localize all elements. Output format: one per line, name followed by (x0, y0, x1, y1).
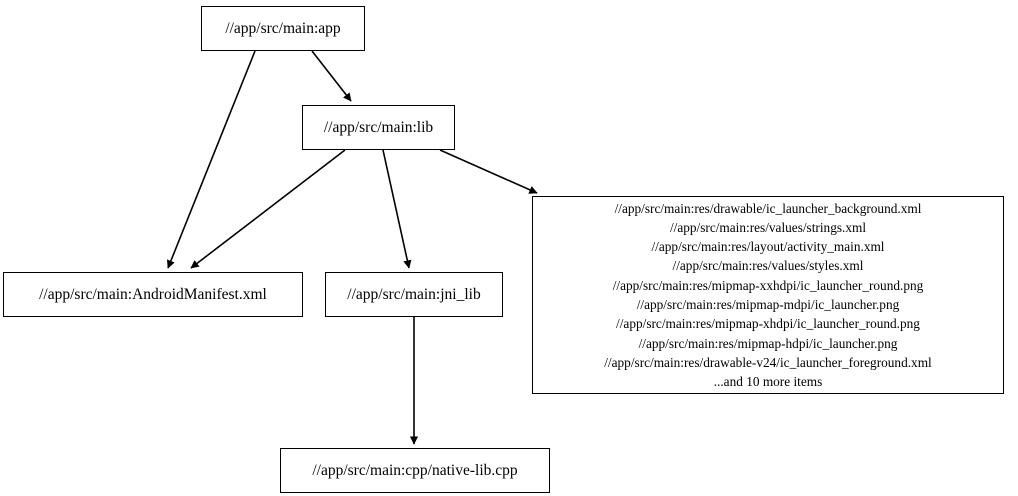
graph-node-native-lib-cpp[interactable]: //app/src/main:cpp/native-lib.cpp (280, 448, 550, 493)
edge-lib-to-res (439, 149, 538, 194)
graph-node-androidmanifest[interactable]: //app/src/main:AndroidManifest.xml (3, 272, 303, 317)
graph-node-app-label: //app/src/main:app (225, 19, 341, 37)
graph-node-lib[interactable]: //app/src/main:lib (302, 105, 455, 150)
edge-lib-to-androidmanifest (190, 149, 346, 269)
graph-node-androidmanifest-label: //app/src/main:AndroidManifest.xml (39, 285, 267, 303)
graph-node-native-lib-cpp-label: //app/src/main:cpp/native-lib.cpp (312, 461, 518, 479)
edge-app-to-androidmanifest (166, 50, 256, 269)
graph-node-jni-lib[interactable]: //app/src/main:jni_lib (325, 272, 503, 317)
edge-app-to-lib (311, 50, 352, 102)
graph-node-jni-lib-label: //app/src/main:jni_lib (347, 285, 481, 303)
edge-lib-to-jni-lib (382, 149, 412, 269)
graph-node-res-collection-label: //app/src/main:res/drawable/ic_launcher_… (604, 200, 932, 390)
graph-node-app[interactable]: //app/src/main:app (201, 6, 365, 51)
graph-node-lib-label: //app/src/main:lib (323, 118, 434, 136)
graph-node-res-collection[interactable]: //app/src/main:res/drawable/ic_launcher_… (532, 196, 1004, 394)
